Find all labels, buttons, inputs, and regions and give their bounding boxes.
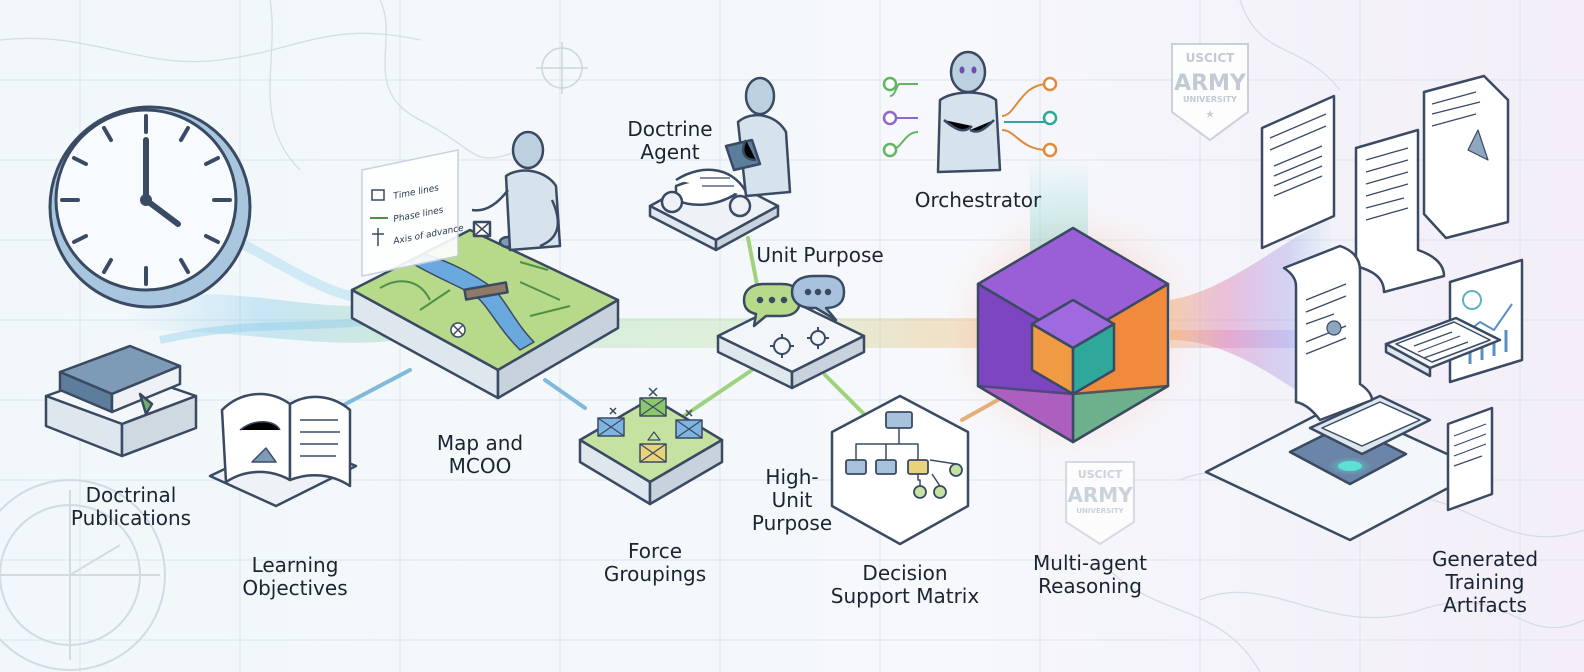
- generated-documents: [1260, 74, 1524, 512]
- label-decision-support-matrix: Decision Support Matrix: [830, 561, 980, 608]
- army-university-badge-middle: USCICT ARMY UNIVERSITY: [1065, 461, 1135, 546]
- label-doctrinal-publications: Doctrinal Publications: [70, 483, 192, 530]
- clock-icon: [48, 105, 252, 309]
- badge-middle-line3: UNIVERSITY: [1076, 507, 1124, 515]
- label-orchestrator: Orchestrator: [914, 188, 1042, 212]
- label-multi-agent-reasoning: Multi-agent Reasoning: [1033, 551, 1147, 598]
- gear-icon: [770, 327, 829, 358]
- badge-middle-line2: ARMY: [1067, 483, 1133, 507]
- doctrine-agent-figure: [648, 76, 792, 252]
- label-map-mcoo: Map and MCOO: [436, 431, 524, 478]
- map-legend-panel: [361, 149, 459, 277]
- book-stack-icon: [44, 344, 198, 458]
- open-book-icon: [208, 392, 358, 508]
- planner-figure: [471, 130, 562, 252]
- orchestrator-figure: [882, 50, 1058, 174]
- label-unit-purpose: Unit Purpose: [756, 243, 884, 267]
- label-force-groupings: Force Groupings: [603, 539, 707, 586]
- badge-top-line3: UNIVERSITY: [1183, 95, 1237, 104]
- decision-support-matrix-icon: [830, 394, 970, 546]
- label-high-unit-purpose: High- Unit Purpose: [751, 465, 833, 535]
- army-university-badge-top: USCICT ARMY UNIVERSITY: [1171, 43, 1249, 142]
- badge-top-line1: USCICT: [1186, 51, 1235, 65]
- badge-middle-line1: USCICT: [1078, 468, 1123, 481]
- label-learning-objectives: Learning Objectives: [242, 553, 348, 600]
- unit-purpose-platform: [716, 274, 866, 390]
- reasoning-cube: [976, 226, 1170, 444]
- badge-top-line2: ARMY: [1174, 71, 1247, 96]
- force-groupings-board: [578, 387, 724, 506]
- label-doctrine-agent: Doctrine Agent: [627, 117, 713, 164]
- terrain-map-board: [350, 220, 620, 400]
- label-generated-training-artifacts: Generated Training Artifacts: [1431, 547, 1539, 617]
- artifacts-platform: [1204, 394, 1484, 542]
